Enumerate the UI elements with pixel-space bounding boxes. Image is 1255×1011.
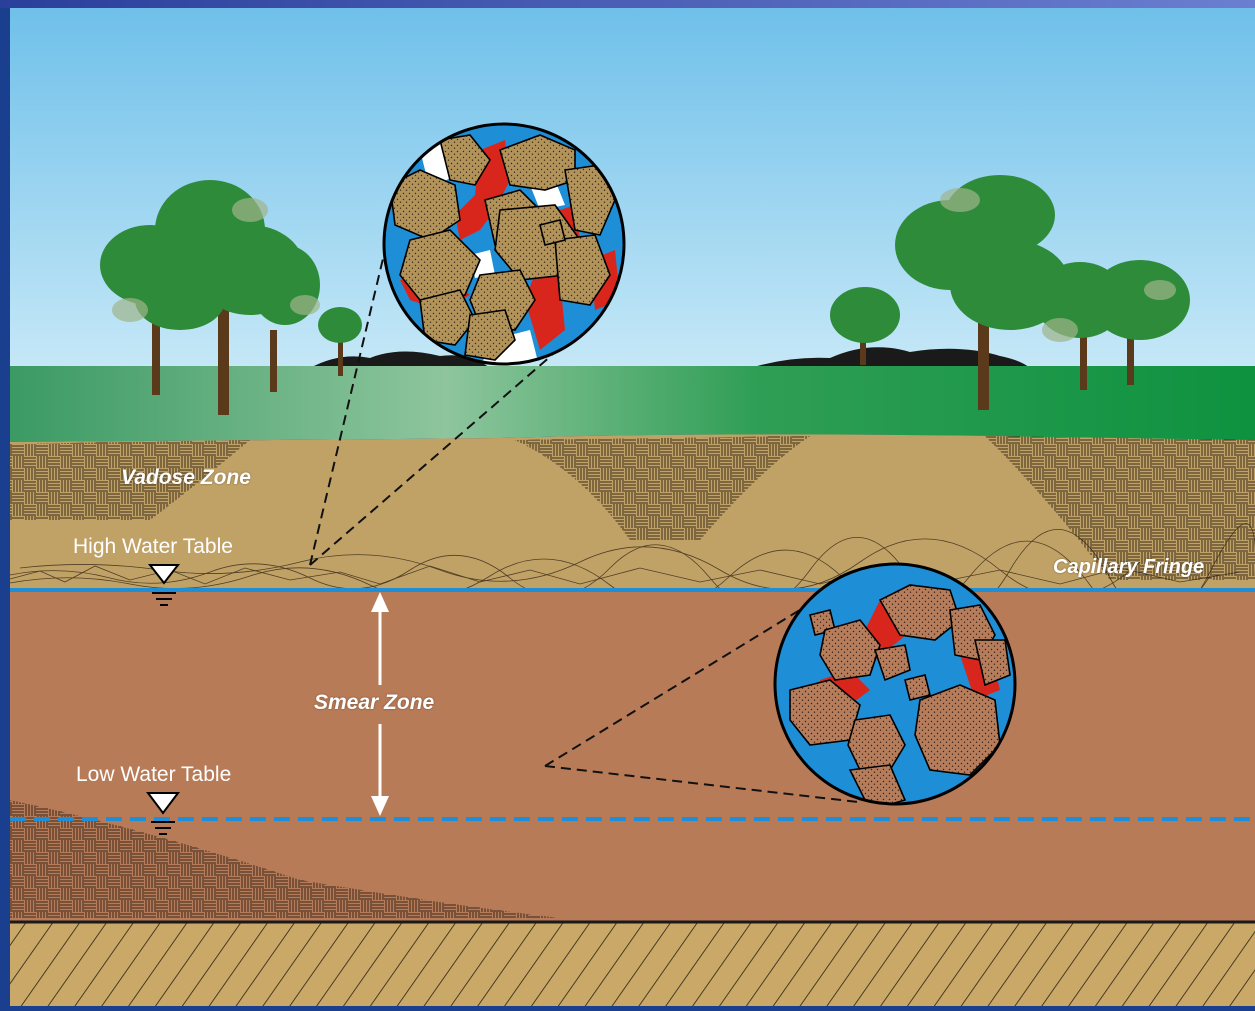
callout-lines <box>309 245 859 803</box>
horizon-bushes <box>310 347 1030 368</box>
smear-zone-arrow <box>371 592 389 816</box>
low-water-table-symbol <box>146 792 180 835</box>
top-frame-band <box>0 0 1255 8</box>
soil-lens-center <box>515 436 810 540</box>
smear-pore-magnifier <box>773 562 1017 806</box>
grass-surface <box>10 366 1255 444</box>
vadose-pore-magnifier <box>382 122 626 366</box>
soil-lens-right <box>985 436 1255 580</box>
high-water-table-symbol <box>147 564 181 606</box>
tree-group-right <box>830 175 1190 410</box>
bedrock-layer <box>10 922 1255 1006</box>
tree-group-left <box>100 180 362 415</box>
soil-lens-lower-left <box>10 800 560 918</box>
soil-lens-left <box>10 440 250 520</box>
